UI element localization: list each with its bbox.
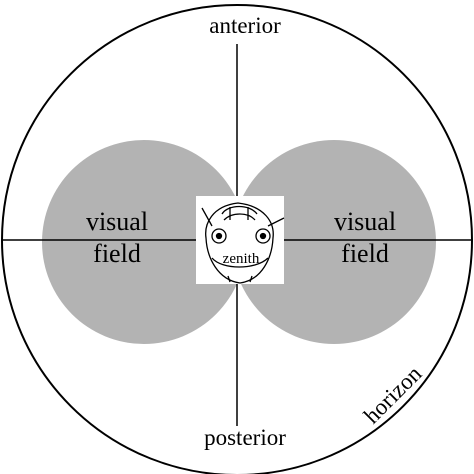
left-visual-field-label-line2: field <box>93 239 141 268</box>
left-visual-field-lobe <box>42 140 246 344</box>
posterior-label: posterior <box>204 425 286 450</box>
right-visual-field-label-line2: field <box>341 239 389 268</box>
right-visual-field-lobe <box>232 140 436 344</box>
anterior-label: anterior <box>209 13 281 38</box>
zenith-label: zenith <box>223 251 260 267</box>
left-visual-field-label-line1: visual <box>86 207 148 236</box>
zenith-box <box>196 196 284 284</box>
horizon-label: horizon <box>359 361 427 429</box>
right-visual-field-label-line1: visual <box>334 207 396 236</box>
animal-head-top-view-icon <box>201 202 285 284</box>
